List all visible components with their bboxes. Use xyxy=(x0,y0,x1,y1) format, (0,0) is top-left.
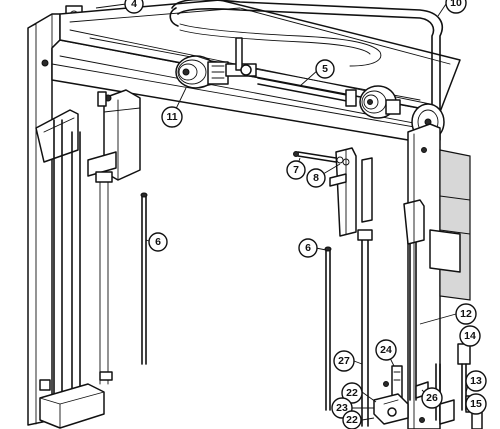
callout-26: 26 xyxy=(421,387,443,409)
svg-text:7: 7 xyxy=(293,164,299,176)
callout-12: 12 xyxy=(455,303,477,325)
svg-text:22: 22 xyxy=(346,387,358,399)
left-carriage-assembly xyxy=(35,89,141,181)
callout-5: 5 xyxy=(315,59,335,79)
svg-text:8: 8 xyxy=(313,172,319,184)
svg-text:26: 26 xyxy=(426,392,438,404)
center-guide-bracket xyxy=(329,147,373,237)
roller-chain xyxy=(169,0,444,111)
callout-6-center: 6 xyxy=(298,238,318,258)
svg-text:6: 6 xyxy=(155,236,161,248)
top-header-beam xyxy=(51,0,461,143)
callout-11: 11 xyxy=(161,106,183,128)
svg-text:10: 10 xyxy=(450,0,462,9)
callout-24: 24 xyxy=(375,339,397,361)
left-base-plate xyxy=(39,371,113,429)
svg-text:12: 12 xyxy=(460,308,472,320)
guide-rod xyxy=(257,77,357,107)
svg-text:4: 4 xyxy=(131,0,137,10)
svg-text:5: 5 xyxy=(322,63,328,75)
svg-text:14: 14 xyxy=(464,330,476,342)
lower-right-hardware xyxy=(373,343,483,429)
left-rod xyxy=(140,192,148,365)
svg-text:23: 23 xyxy=(336,402,348,414)
callout-14: 14 xyxy=(459,325,481,347)
svg-text:22: 22 xyxy=(346,414,358,426)
svg-text:6: 6 xyxy=(305,242,311,254)
center-rod xyxy=(324,246,332,411)
callout-7: 7 xyxy=(286,160,306,180)
idler-wheel-assembly xyxy=(175,37,257,89)
svg-text:13: 13 xyxy=(470,375,482,387)
callout-22-upper: 22 xyxy=(341,382,363,404)
counterweight-block xyxy=(429,149,471,301)
callout-15: 15 xyxy=(465,393,487,415)
callout-6-left: 6 xyxy=(148,232,168,252)
callout-4: 4 xyxy=(124,0,144,14)
callout-27: 27 xyxy=(333,350,355,372)
callout-22-lower: 22 xyxy=(342,410,362,429)
svg-text:11: 11 xyxy=(166,111,177,123)
callout-13: 13 xyxy=(465,370,487,392)
svg-text:24: 24 xyxy=(380,344,392,356)
svg-text:15: 15 xyxy=(470,398,482,410)
callout-10: 10 xyxy=(445,0,467,14)
svg-text:27: 27 xyxy=(338,355,350,367)
right-idler-wheel xyxy=(359,85,401,119)
callout-8: 8 xyxy=(306,168,326,188)
left-vertical-rods xyxy=(53,119,113,401)
bolt-and-washer xyxy=(293,151,350,166)
